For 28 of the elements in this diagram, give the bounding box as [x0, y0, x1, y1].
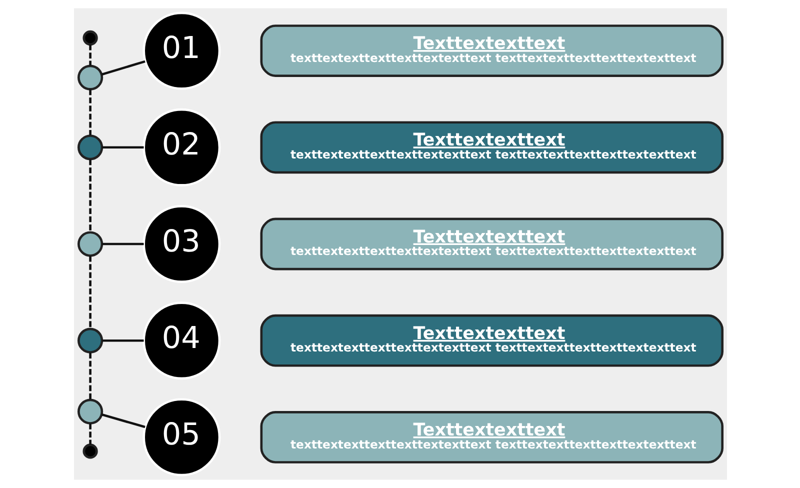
node-box: Texttextexttext texttextexttexttexttextexttext texttextexttexttexttextexttext	[260, 411, 723, 464]
node-circle	[77, 134, 103, 160]
node-box: Texttextexttext texttextexttexttexttextexttext texttextexttexttexttextexttext	[260, 121, 723, 174]
node-box: Texttextexttext texttextexttexttexttextexttext texttextexttexttexttextexttext	[260, 24, 723, 77]
node-circle: 04	[142, 302, 220, 380]
connector	[88, 89, 91, 136]
connector	[102, 339, 144, 342]
node-circle: 05	[142, 398, 220, 476]
connector	[102, 242, 144, 246]
node-circle	[77, 328, 103, 354]
node-circle	[77, 64, 103, 90]
connector	[100, 60, 145, 76]
node-circle	[82, 30, 98, 46]
connector	[88, 159, 91, 232]
node-circle	[77, 231, 103, 257]
node-circle	[77, 398, 103, 424]
connector	[88, 256, 91, 329]
node-box: Texttextexttext texttextexttexttexttextexttext texttextexttexttexttextexttext	[260, 218, 723, 270]
node-box: Texttextexttext texttextexttexttexttextexttext texttextexttexttexttextexttext	[260, 314, 723, 367]
connector	[88, 44, 91, 66]
node-circle: 03	[142, 205, 220, 283]
connector	[100, 413, 145, 428]
connector	[88, 352, 91, 400]
node-circle	[82, 444, 98, 459]
node-circle: 01	[142, 12, 220, 90]
node-circle: 02	[142, 108, 220, 186]
connector	[88, 424, 91, 445]
connector	[102, 146, 144, 149]
